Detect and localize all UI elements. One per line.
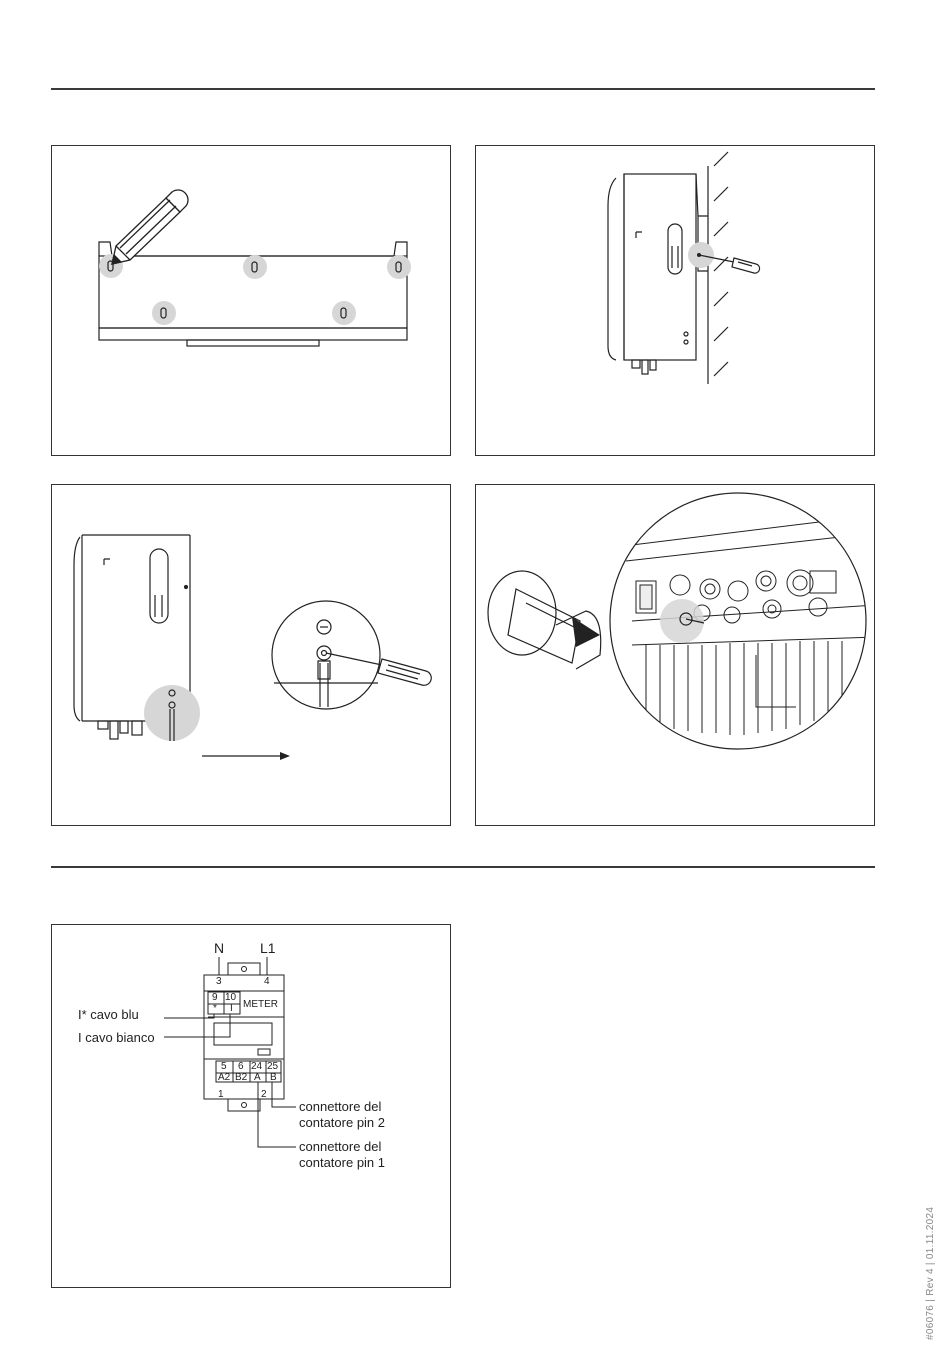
connector-pin2-line1: connettore del [299, 1099, 381, 1114]
grounding-panel [51, 484, 451, 826]
connector-pin1-line1: connettore del [299, 1139, 381, 1154]
pin-5-label: 5 [221, 1061, 227, 1072]
pin-9-sub-label: * [213, 1003, 217, 1014]
white-cable-label: I cavo bianco [78, 1030, 155, 1045]
connector-detail-panel [475, 484, 875, 826]
pin-24-label: 24 [251, 1061, 262, 1072]
sub-a-label: A [254, 1072, 261, 1083]
sub-b-label: B [270, 1072, 277, 1083]
sub-a2-label: A2 [218, 1072, 230, 1083]
cap-icon [488, 571, 601, 669]
top-section-rule [51, 88, 875, 90]
pin-1-label: 1 [218, 1089, 224, 1100]
pin-10-sub-label: I [230, 1003, 233, 1014]
meter-wiring-diagram [52, 925, 452, 1289]
pin-3-label: 3 [216, 976, 222, 987]
terminal-l1-label: L1 [260, 940, 276, 956]
blue-cable-label: I* cavo blu [78, 1007, 139, 1022]
connector-detail-illustration [476, 485, 876, 827]
meter-wiring-panel: N L1 3 4 9 10 * I METER 5 6 24 25 A2 B2 … [51, 924, 451, 1288]
inverter-mount-panel [475, 145, 875, 456]
bracket-marking-illustration [52, 146, 452, 457]
connector-pin1-line2: contatore pin 1 [299, 1155, 385, 1170]
grounding-illustration [52, 485, 452, 827]
inverter-mount-illustration [476, 146, 876, 457]
bracket-marking-panel [51, 145, 451, 456]
pin-4-label: 4 [264, 976, 270, 987]
pin-10-label: 10 [225, 992, 236, 1003]
pin-9-label: 9 [212, 992, 218, 1003]
meter-label: METER [243, 999, 278, 1010]
middle-section-rule [51, 866, 875, 868]
pin-2-label: 2 [261, 1089, 267, 1100]
pencil-icon [112, 190, 188, 264]
sub-b2-label: B2 [235, 1072, 247, 1083]
connector-pin2-line2: contatore pin 2 [299, 1115, 385, 1130]
terminal-n-label: N [214, 940, 224, 956]
pin-6-label: 6 [238, 1061, 244, 1072]
pin-25-label: 25 [267, 1061, 278, 1072]
document-code: #06076 | Rev 4 | 01.11.2024 [925, 1207, 936, 1340]
